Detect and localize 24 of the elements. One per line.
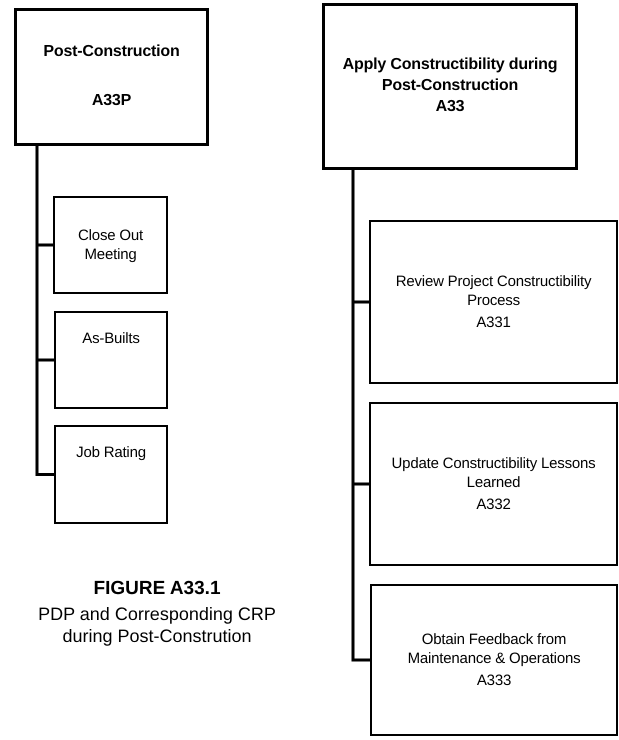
process-box — [322, 3, 578, 170]
box-label: Obtain Feedback from Maintenance & Operations — [406, 630, 582, 669]
box-label: Update Constructibility Lessons Learned — [390, 454, 596, 493]
figure-caption: PDP and Corresponding CRP during Post-Constrution — [37, 603, 277, 647]
process-box — [53, 196, 168, 294]
process-box — [54, 311, 168, 409]
activity-code: A33P — [92, 90, 132, 111]
process-box — [370, 584, 618, 736]
box-label: Close Out Meeting — [77, 226, 144, 264]
process-box — [14, 8, 209, 146]
activity-code: A332 — [476, 494, 511, 514]
box-label: Apply Constructibility during Post-Construction — [342, 55, 558, 96]
box-label: As-Builts — [82, 329, 140, 348]
box-label: Post-Construction — [43, 42, 180, 62]
activity-code: A33 — [436, 96, 464, 117]
process-box — [369, 220, 618, 384]
box-label: Review Project Constructibility Process — [394, 272, 592, 311]
figure-title: FIGURE A33.1 — [92, 578, 222, 600]
box-label: Job Rating — [76, 443, 146, 462]
connector-line — [36, 146, 54, 476]
activity-code: A331 — [476, 312, 511, 332]
process-box — [54, 425, 168, 524]
activity-code: A333 — [476, 670, 512, 690]
process-box — [369, 402, 618, 566]
